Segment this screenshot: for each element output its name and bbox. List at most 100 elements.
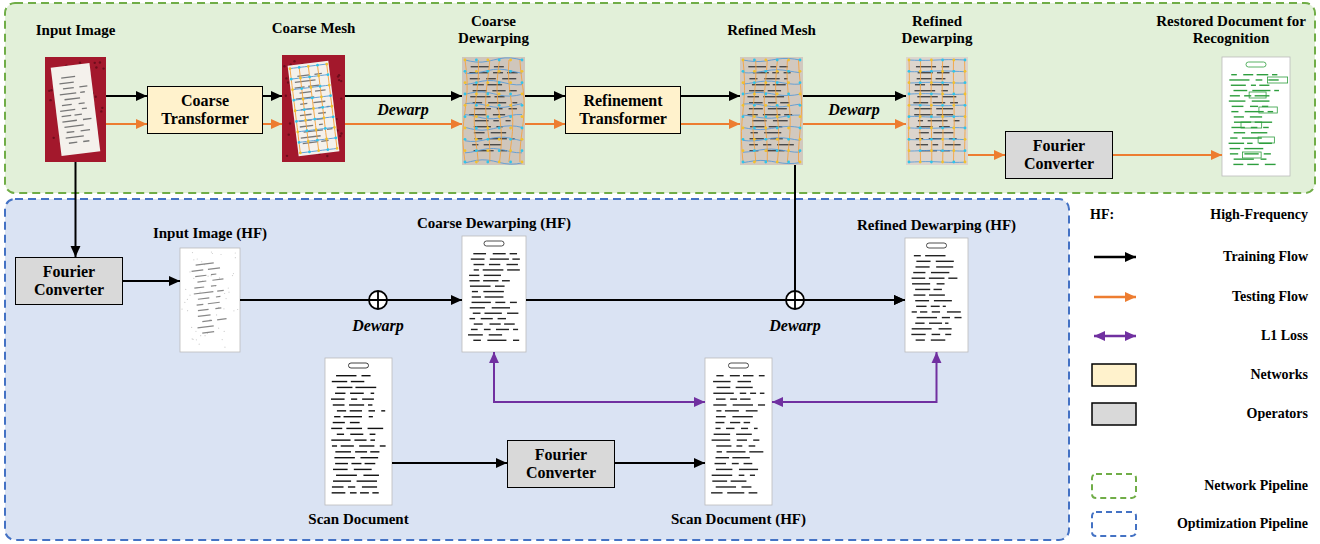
- illustration-mark: [471, 258, 485, 259]
- illustration-mark: [764, 138, 767, 141]
- illustration-mark: [471, 66, 489, 67]
- illustration-mark: [208, 302, 220, 305]
- illustration-mark: [908, 115, 911, 118]
- illustration-mark: [941, 138, 944, 141]
- document-image: [1222, 57, 1290, 176]
- illustration-mark: [333, 126, 336, 129]
- illustration-mark: [744, 422, 750, 423]
- panel-heading: Restored Document for Recognition: [1156, 13, 1306, 48]
- illustration-mark: [212, 278, 223, 281]
- training-arrow: [615, 462, 705, 464]
- illustration-mark: [799, 59, 802, 62]
- illustration-mark: [184, 302, 185, 303]
- illustration-mark: [198, 314, 211, 317]
- illustration-mark: [764, 161, 767, 164]
- illustration-mark: [914, 108, 931, 109]
- illustration-mark: [498, 149, 501, 152]
- loss-connector: [494, 352, 705, 402]
- illustration-mark: [512, 102, 517, 103]
- illustration-mark: [1233, 164, 1243, 165]
- illustration-mark: [787, 60, 790, 162]
- illustration-mark: [712, 480, 727, 481]
- illustration-mark: [749, 108, 763, 109]
- illustration-mark: [909, 104, 965, 106]
- illustration-mark: [350, 422, 360, 423]
- illustration-mark: [294, 109, 297, 112]
- operator-box: Fourier Converter: [1005, 131, 1113, 179]
- illustration-mark: [351, 381, 364, 382]
- illustration-mark: [930, 84, 949, 85]
- illustration-mark: [295, 120, 298, 123]
- illustration-mark: [799, 149, 802, 152]
- illustration-mark: [739, 469, 758, 470]
- illustration-mark: [351, 398, 357, 399]
- illustration-mark: [333, 480, 351, 481]
- illustration-mark: [919, 149, 922, 152]
- illustration-mark: [324, 127, 327, 130]
- illustration-mark: [705, 358, 772, 505]
- illustration-mark: [913, 102, 928, 103]
- illustration-mark: [731, 480, 747, 481]
- illustration-mark: [331, 439, 350, 440]
- illustration-mark: [74, 113, 82, 115]
- illustration-mark: [201, 261, 202, 262]
- illustration-mark: [381, 410, 385, 411]
- illustration-mark: [750, 126, 764, 127]
- illustration-mark: [942, 60, 944, 162]
- illustrations: [45, 55, 1290, 505]
- illustration-mark: [371, 393, 375, 394]
- illustration-mark: [964, 138, 967, 141]
- illustration-mark: [799, 138, 802, 141]
- illustration-mark: [492, 90, 505, 91]
- illustration-mark: [916, 339, 925, 340]
- illustration-mark: [81, 129, 91, 131]
- illustration-mark: [749, 492, 758, 493]
- illustration-mark: [752, 120, 766, 121]
- illustration-mark: [332, 492, 346, 493]
- illustration-mark: [192, 252, 193, 253]
- illustration-mark: [464, 59, 467, 62]
- illustration-mark: [193, 259, 194, 260]
- illustration-mark: [914, 90, 935, 91]
- illustration-mark: [326, 155, 328, 157]
- legend-sample: [1092, 364, 1136, 386]
- document-image: [282, 55, 345, 162]
- illustration-mark: [764, 93, 767, 96]
- illustration-mark: [79, 102, 85, 104]
- illustration-mark: [787, 161, 790, 164]
- illustration-mark: [196, 262, 214, 265]
- illustration-mark: [908, 161, 911, 164]
- illustration-mark: [1264, 153, 1271, 154]
- illustration-mark: [715, 463, 726, 464]
- illustration-mark: [464, 161, 467, 164]
- illustration-mark: [217, 290, 224, 292]
- illustration-mark: [365, 463, 376, 464]
- illustration-mark: [350, 393, 364, 394]
- illustration-mark: [908, 93, 911, 96]
- illustration-mark: [498, 127, 501, 130]
- illustration-mark: [297, 74, 309, 77]
- illustration-mark: [498, 59, 501, 62]
- illustration-mark: [331, 398, 345, 399]
- illustration-mark: [768, 102, 777, 103]
- illustration-mark: [509, 108, 517, 109]
- illustration-mark: [331, 428, 342, 429]
- illustration-mark: [513, 340, 519, 341]
- illustration-mark: [758, 404, 765, 405]
- illustration-mark: [948, 278, 957, 279]
- illustration-mark: [799, 93, 802, 96]
- illustration-mark: [909, 59, 965, 61]
- illustration-mark: [509, 59, 512, 62]
- image-panel: Input Image (HF): [180, 248, 240, 352]
- illustration-mark: [483, 291, 504, 292]
- illustration-mark: [787, 70, 790, 73]
- illustration-mark: [337, 434, 344, 435]
- illustration-mark: [180, 248, 240, 352]
- illustration-mark: [495, 302, 505, 303]
- illustration-mark: [191, 269, 203, 272]
- illustration-mark: [464, 93, 467, 96]
- illustration-mark: [59, 81, 74, 84]
- illustration-mark: [465, 115, 522, 119]
- illustration-mark: [919, 115, 922, 118]
- illustration-mark: [1230, 137, 1237, 138]
